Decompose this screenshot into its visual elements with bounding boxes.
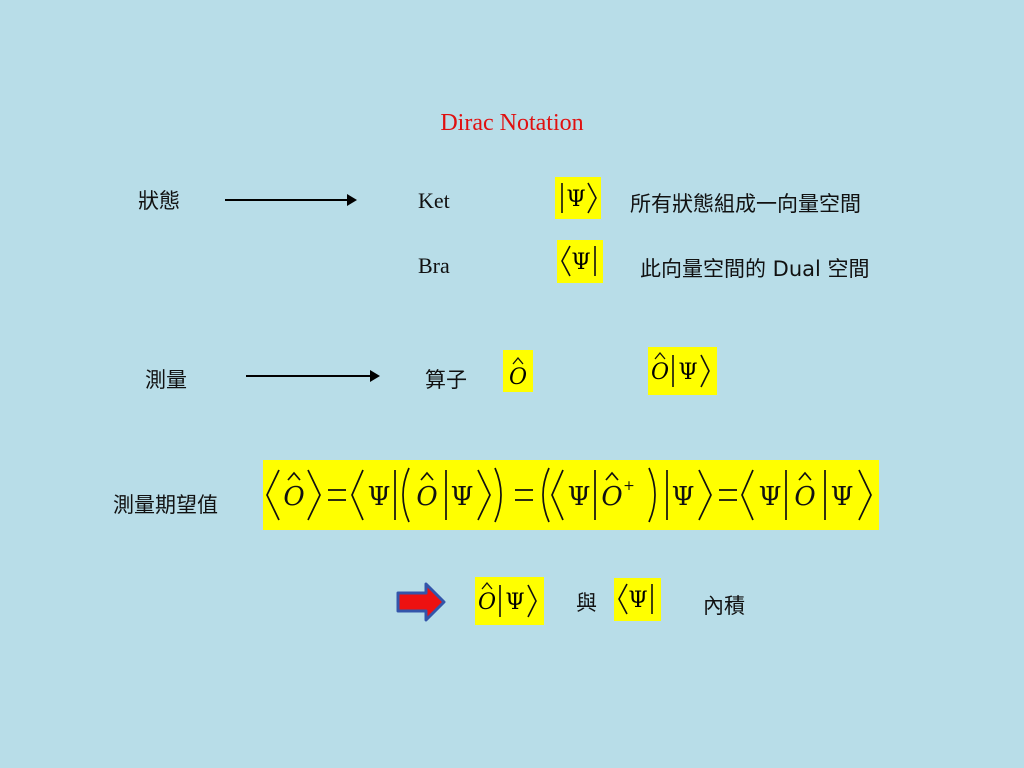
expectation-equation: O Ψ O Ψ Ψ O + Ψ Ψ O Ψ	[266, 467, 872, 523]
svg-text:Ψ: Ψ	[505, 590, 524, 615]
ket-symbol: Ψ	[561, 182, 597, 214]
bra-formula: Ψ	[557, 240, 603, 283]
svg-text:Ψ: Ψ	[628, 588, 647, 613]
inner-connector: 與	[576, 591, 597, 615]
svg-text:Ψ: Ψ	[571, 250, 590, 275]
svg-text:O: O	[478, 590, 496, 615]
svg-text:Ψ: Ψ	[672, 482, 695, 512]
measure-arrow	[246, 370, 380, 382]
svg-text:O: O	[416, 482, 437, 512]
ket-label: Ket	[418, 188, 450, 213]
svg-text:Ψ: Ψ	[759, 482, 782, 512]
expectation-label: 測量期望值	[113, 493, 218, 517]
bra-label: Bra	[418, 253, 450, 278]
operator-ket-symbol: O Ψ	[651, 351, 710, 388]
svg-text:Ψ: Ψ	[368, 482, 391, 512]
state-label: 狀態	[138, 189, 180, 213]
ket-formula: Ψ	[555, 177, 601, 219]
svg-text:O: O	[794, 482, 815, 512]
operator-ket-formula: O Ψ	[648, 347, 717, 395]
svg-text:O: O	[601, 482, 622, 512]
operator-label: 算子	[425, 368, 467, 392]
inner-description: 內積	[703, 594, 745, 618]
bra-symbol: Ψ	[561, 245, 596, 277]
expectation-formula: O Ψ O Ψ Ψ O + Ψ Ψ O Ψ	[263, 460, 879, 530]
svg-text:Ψ: Ψ	[831, 482, 854, 512]
operator-formula: O	[503, 350, 533, 392]
measure-label: 測量	[145, 368, 187, 392]
right-arrow-icon	[396, 581, 446, 623]
ket-description: 所有狀態組成一向量空間	[630, 192, 861, 216]
svg-text:+: +	[623, 478, 635, 494]
inner-left-formula: O Ψ	[475, 577, 544, 625]
svg-text:Ψ: Ψ	[678, 360, 697, 385]
svg-text:Ψ: Ψ	[566, 187, 585, 212]
svg-text:O: O	[509, 365, 527, 390]
inner-bra-symbol: Ψ	[618, 583, 653, 615]
inner-left-symbol: O Ψ	[478, 581, 537, 618]
page-title: Dirac Notation	[440, 110, 584, 136]
bra-description: 此向量空間的 Dual 空間	[640, 257, 870, 281]
inner-bra-formula: Ψ	[614, 578, 661, 621]
operator-symbol: O	[509, 356, 527, 390]
svg-text:O: O	[651, 360, 669, 385]
state-arrow	[225, 194, 357, 206]
svg-text:Ψ: Ψ	[451, 482, 474, 512]
svg-text:Ψ: Ψ	[568, 482, 591, 512]
svg-text:O: O	[283, 482, 304, 512]
